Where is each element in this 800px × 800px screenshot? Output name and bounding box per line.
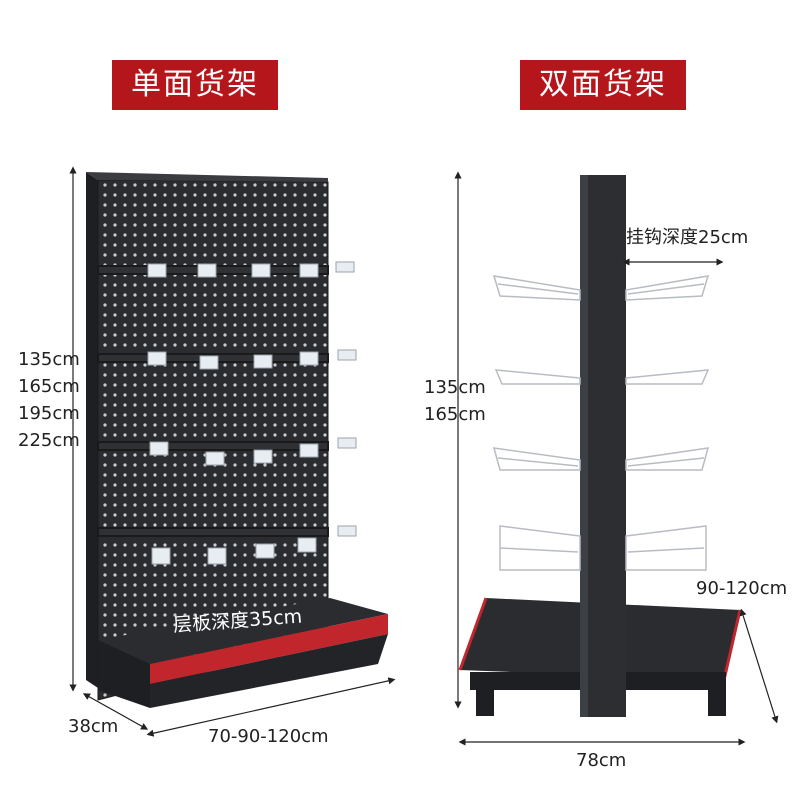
side-depth-label: 38cm xyxy=(68,716,119,737)
wire-baskets xyxy=(492,275,710,571)
price-tags xyxy=(147,261,357,565)
double-shelf-title: 双面货架 xyxy=(520,60,686,110)
double-shelf-unit xyxy=(458,175,742,717)
single-height-options: 135cm 165cm 195cm 225cm xyxy=(18,346,80,454)
height-option: 165cm xyxy=(18,376,80,397)
single-shelf-title: 单面货架 xyxy=(112,60,278,110)
height-option: 135cm xyxy=(18,349,80,370)
hook-depth-label: 挂钩深度25cm xyxy=(626,227,749,248)
width-label: 70-90-120cm xyxy=(208,726,329,747)
height-option: 135cm xyxy=(424,377,486,398)
depth-label: 78cm xyxy=(576,750,627,771)
height-option: 195cm xyxy=(18,403,80,424)
width-range-label: 90-120cm xyxy=(696,578,788,599)
height-option: 225cm xyxy=(18,430,80,451)
double-height-options: 135cm 165cm xyxy=(424,374,486,428)
height-option: 165cm xyxy=(424,404,486,425)
